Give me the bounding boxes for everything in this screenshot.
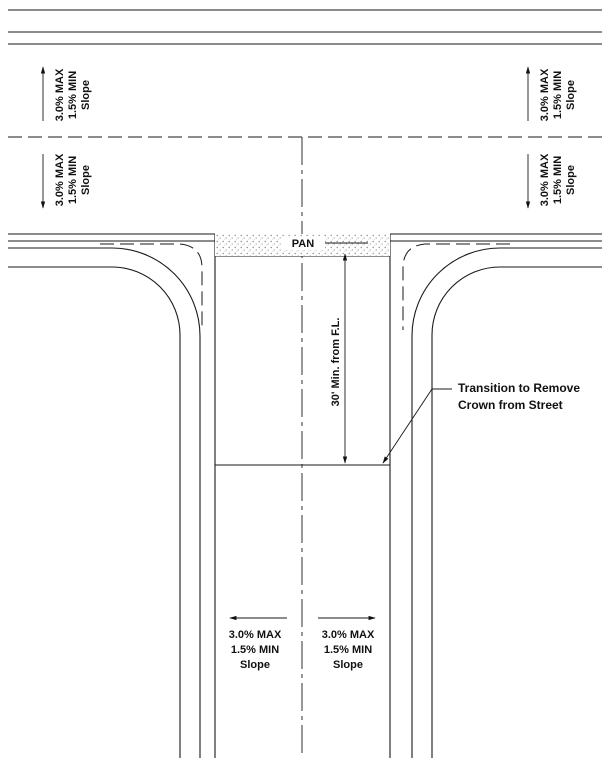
slope-label-line1: 3.0% MAX [539,153,551,206]
slope-label-line3: Slope [333,659,363,671]
pan-label: PAN [292,238,314,250]
slope-label-line1: 3.0% MAX [54,153,66,206]
slope-label-line3: Slope [565,165,577,195]
main-street-lines [8,9,602,268]
slope-label-line1: 3.0% MAX [539,68,551,121]
slope-label-line3: Slope [80,80,92,110]
slope-label-line1: 3.0% MAX [54,68,66,121]
slope-label-line2: 1.5% MIN [552,156,564,204]
slope-label-line2: 1.5% MIN [324,644,372,656]
slope-label-line1: 3.0% MAX [229,629,282,641]
slope-label-line2: 1.5% MIN [67,71,79,119]
pan-label-mask [281,236,325,250]
slope-annotation-bottom-right: 3.0% MAX 1.5% MIN Slope [318,615,376,671]
dimension-label: 30' Min. from F.L. [330,318,342,407]
slope-annotation-bottom-left: 3.0% MAX 1.5% MIN Slope [229,615,287,671]
slope-label-line2: 1.5% MIN [552,71,564,119]
dimension-30-min: 30' Min. from F.L. [330,253,348,464]
slope-annotation-left-lower: 3.0% MAX 1.5% MIN Slope [40,153,92,209]
slope-label-line3: Slope [565,80,577,110]
slope-label-line3: Slope [80,165,92,195]
transition-note-line2: Crown from Street [458,398,563,412]
transition-leader [382,388,452,464]
slope-label-line3: Slope [240,659,270,671]
left-curb-return [8,243,203,758]
transition-note-line1: Transition to Remove [458,381,580,395]
transition-note: Transition to Remove Crown from Street [382,381,580,464]
slope-annotation-right-upper: 3.0% MAX 1.5% MIN Slope [525,66,577,121]
slope-annotation-left-upper: 3.0% MAX 1.5% MIN Slope [40,66,92,121]
slope-label-line2: 1.5% MIN [67,156,79,204]
slope-annotation-right-lower: 3.0% MAX 1.5% MIN Slope [525,153,577,209]
slope-label-line2: 1.5% MIN [231,644,279,656]
right-curb-return [402,243,602,758]
slope-label-line1: 3.0% MAX [322,629,375,641]
